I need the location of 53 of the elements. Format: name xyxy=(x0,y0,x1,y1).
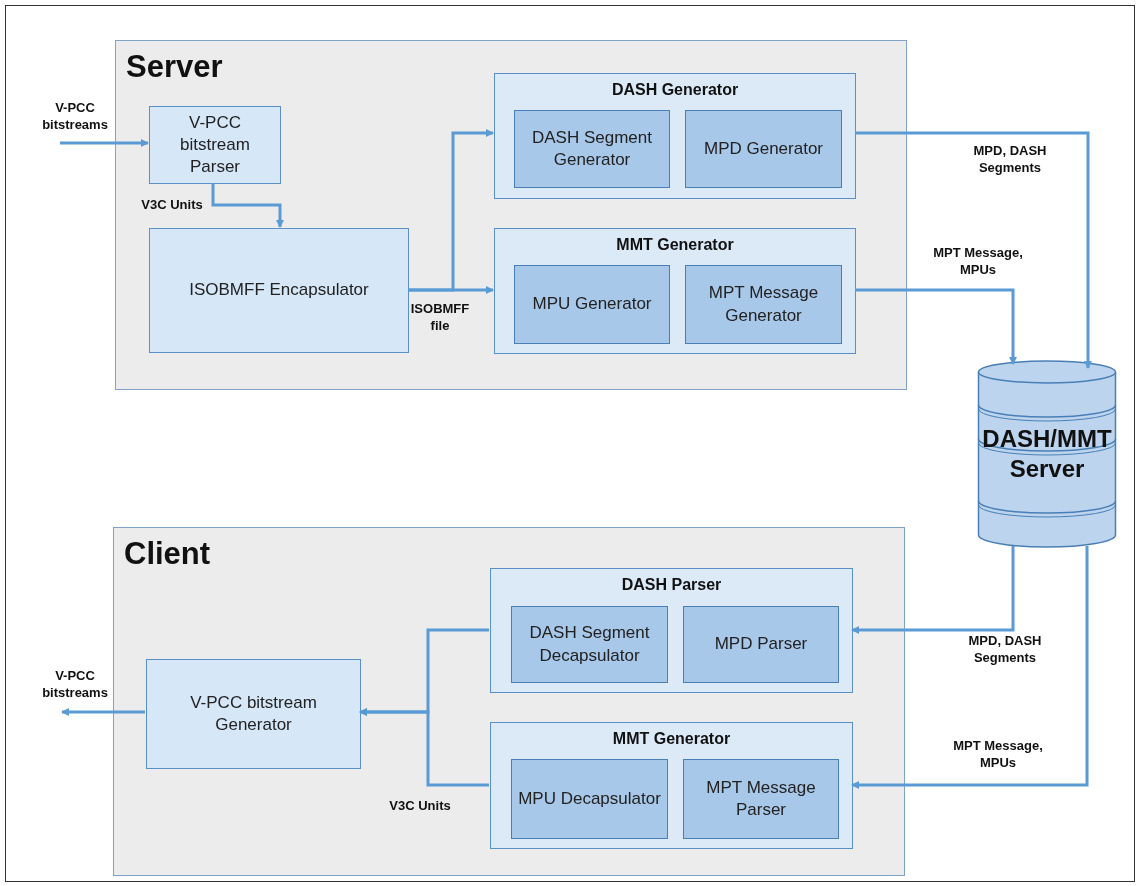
region-title: Server xyxy=(126,49,223,85)
edge-label: MPD, DASH Segments xyxy=(972,143,1048,177)
arrow xyxy=(359,708,489,787)
arrow xyxy=(60,139,149,147)
arrow xyxy=(408,286,494,294)
edge-label: V3C Units xyxy=(140,196,204,214)
group-box xyxy=(490,568,853,693)
process-box xyxy=(149,106,281,184)
group-box xyxy=(490,722,853,849)
edge-label: MPT Message, MPUs xyxy=(952,738,1044,772)
edge-label: ISOBMFF file xyxy=(409,301,471,335)
process-box xyxy=(149,228,409,353)
module-box xyxy=(683,606,839,683)
node-label: V-PCC bitstream Parser xyxy=(179,111,251,179)
node-label: MPD Parser xyxy=(713,633,809,656)
module-box xyxy=(685,110,842,188)
arrow xyxy=(61,708,145,716)
arrow xyxy=(851,546,1089,789)
group-title: DASH Parser xyxy=(620,576,723,594)
group-title: MMT Generator xyxy=(611,730,732,748)
node-label: ISOBMFF Encapsulator xyxy=(188,279,370,302)
node-label: V-PCC bitstream Generator xyxy=(189,691,318,736)
region-title: Client xyxy=(124,536,211,572)
module-box xyxy=(514,110,670,188)
node-label: DASH Segment Generator xyxy=(531,126,653,171)
edge-label: V-PCC bitstreams xyxy=(41,668,109,702)
arrow xyxy=(855,288,1017,365)
region-panel xyxy=(113,527,905,876)
edge-label: MPT Message, MPUs xyxy=(932,245,1024,279)
group-box xyxy=(494,228,856,354)
module-box xyxy=(511,759,668,839)
edge-label: V3C Units xyxy=(388,797,452,815)
arrow xyxy=(211,183,284,228)
module-box xyxy=(683,759,839,839)
module-box xyxy=(685,265,842,344)
node-label: MPT Message Generator xyxy=(707,282,820,327)
node-label: MPD Generator xyxy=(702,137,824,160)
group-box xyxy=(494,73,856,199)
node-label: DASH/MMT Server xyxy=(981,424,1113,484)
group-title: DASH Generator xyxy=(610,81,740,99)
region-panel xyxy=(115,40,907,390)
node-label: MPU Decapsulator xyxy=(517,787,662,810)
edge-label: V-PCC bitstreams xyxy=(41,100,109,134)
edge-label: MPD, DASH Segments xyxy=(967,633,1043,667)
module-box xyxy=(514,265,670,344)
module-box xyxy=(511,606,668,683)
node-label: DASH Segment Decapsulator xyxy=(528,622,651,667)
node-label: MPU Generator xyxy=(531,293,653,316)
node-label: MPT Message Parser xyxy=(705,776,817,821)
group-title: MMT Generator xyxy=(615,236,735,254)
arrow xyxy=(855,131,1092,369)
process-box xyxy=(146,659,361,769)
arrow xyxy=(851,546,1015,634)
